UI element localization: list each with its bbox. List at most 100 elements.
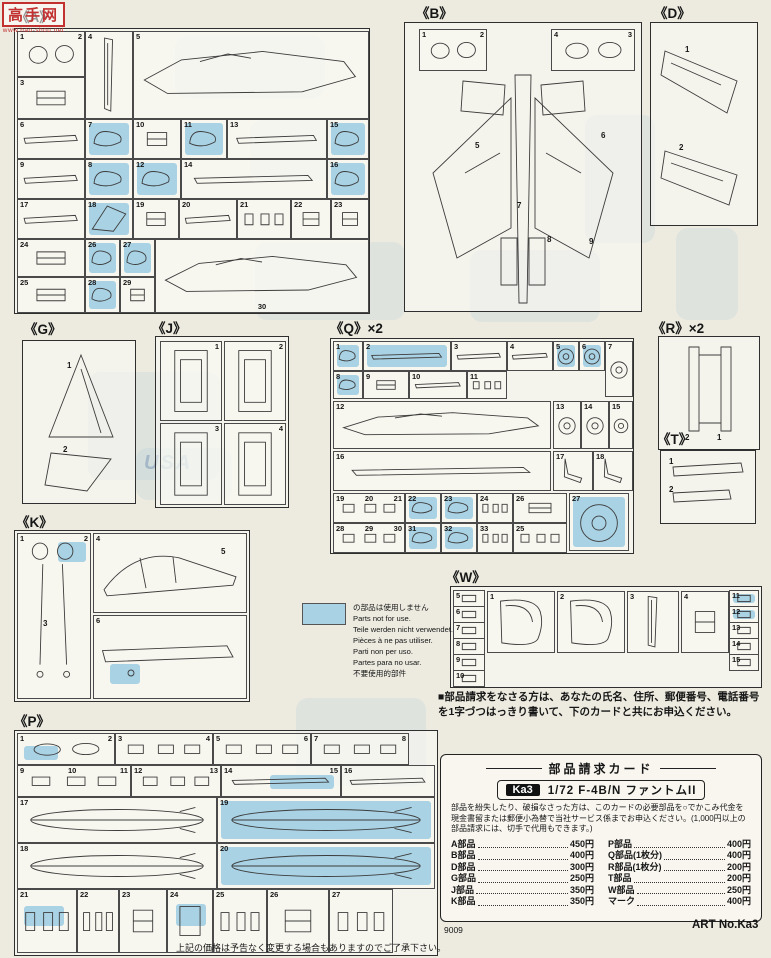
part-number: 1 [490, 592, 495, 601]
part-cell-Q-16: 16 [333, 451, 551, 491]
part-number: 30 [257, 302, 267, 311]
part-number: 17 [20, 200, 29, 209]
part-number: 7 [608, 342, 613, 351]
part-cell-Q-6: 6 [579, 341, 605, 371]
part-number: 8 [88, 160, 93, 169]
part-drawing [342, 412, 540, 436]
part-number-row: 4 [88, 32, 130, 41]
part-number-row: 21 [240, 200, 288, 209]
part-cell-J-4: 4 [224, 423, 286, 505]
part-number-row: 9 [366, 372, 406, 381]
part-drawing [23, 134, 78, 144]
part-number: 9 [456, 655, 461, 664]
unused-part-highlight [445, 497, 473, 519]
part-number: 29 [364, 524, 374, 533]
part-drawing [130, 288, 145, 302]
part-cell-W-10: 10 [453, 670, 485, 687]
part-number-row: 15 [612, 402, 630, 411]
part-number-row: 9 [20, 160, 82, 169]
part-number-row: 23 [122, 890, 164, 899]
unused-part-highlight [89, 243, 116, 273]
part-cell-A-29: 29 [120, 277, 155, 313]
part-number-row: 26 [270, 890, 326, 899]
part-cell-P-22: 22 [77, 889, 119, 953]
part-drawing [580, 504, 618, 542]
part-number-row: 16 [336, 452, 548, 461]
price-part-label: R部品(1枚分) [608, 861, 662, 872]
part-drawing [610, 361, 628, 379]
part-drawing [349, 777, 426, 785]
part-number: 4 [684, 592, 689, 601]
part-drawing [586, 417, 604, 435]
part-number-row: 4 [227, 424, 283, 433]
part-number: 2 [63, 445, 68, 454]
part-number-row: 16 [330, 160, 366, 169]
price-leader [477, 904, 568, 906]
part-drawing [447, 532, 469, 544]
part-number: 19 [136, 200, 145, 209]
part-drawing [302, 212, 320, 226]
part-cell-A-12: 12 [133, 159, 181, 199]
part-number: 10 [412, 372, 421, 381]
part-number-row: 6 [582, 342, 602, 351]
part-drawing [91, 250, 112, 265]
price-value: 400円 [726, 850, 751, 861]
part-number: 4 [205, 734, 210, 743]
part-drawing [411, 502, 433, 514]
part-number-row: 8 [456, 639, 482, 648]
part-number: 6 [303, 734, 308, 743]
part-drawing [104, 37, 113, 112]
price-change-note: 上記の価格は予告なく変更する場合もありますのでご了承下さい。 [176, 943, 447, 953]
part-number: 23 [444, 494, 453, 503]
part-drawing [103, 555, 237, 597]
price-part-label: A部品 [451, 838, 476, 849]
unused-part-highlight [337, 345, 359, 367]
part-number: 28 [88, 278, 97, 287]
part-cell-J-2: 2 [224, 341, 286, 421]
part-number: 19 [220, 798, 229, 807]
part-number: 10 [456, 671, 465, 680]
part-drawing [238, 350, 272, 412]
part-number: 4 [554, 30, 559, 39]
part-drawing [461, 642, 477, 651]
part-drawing [334, 171, 359, 187]
part-cell-Q-7: 7 [605, 341, 633, 397]
part-drawing [101, 645, 234, 677]
price-value: 400円 [726, 896, 751, 907]
price-value: 200円 [726, 873, 751, 884]
part-number-row: 10 [136, 120, 178, 129]
part-number-row: 3 [454, 342, 504, 351]
kit-name-box: Ka3 1/72 F-4B/N ファントムII [496, 780, 706, 800]
part-number-row: 8 [336, 372, 360, 381]
part-number: 2 [669, 485, 674, 494]
part-drawing [520, 533, 560, 543]
part-number-row: 23 [444, 494, 474, 503]
part-number: 2 [107, 734, 112, 743]
part-number: 2 [560, 592, 565, 601]
part-number-row: 11 [470, 372, 504, 381]
price-value: 250円 [569, 873, 594, 884]
part-drawing [143, 51, 357, 94]
unused-part-highlight [137, 163, 177, 195]
part-number: 1 [214, 342, 219, 351]
part-drawing [132, 909, 154, 933]
part-drawing [36, 288, 66, 302]
part-number-row: 13 [556, 402, 578, 411]
part-drawing [737, 642, 751, 651]
part-drawing [31, 776, 117, 786]
price-part-label: D部品 [451, 861, 476, 872]
part-number-row: 24 [20, 240, 82, 249]
part-cell-A-20: 20 [179, 199, 237, 239]
part-number: 22 [80, 890, 89, 899]
part-cell-A-11: 11 [181, 119, 227, 159]
